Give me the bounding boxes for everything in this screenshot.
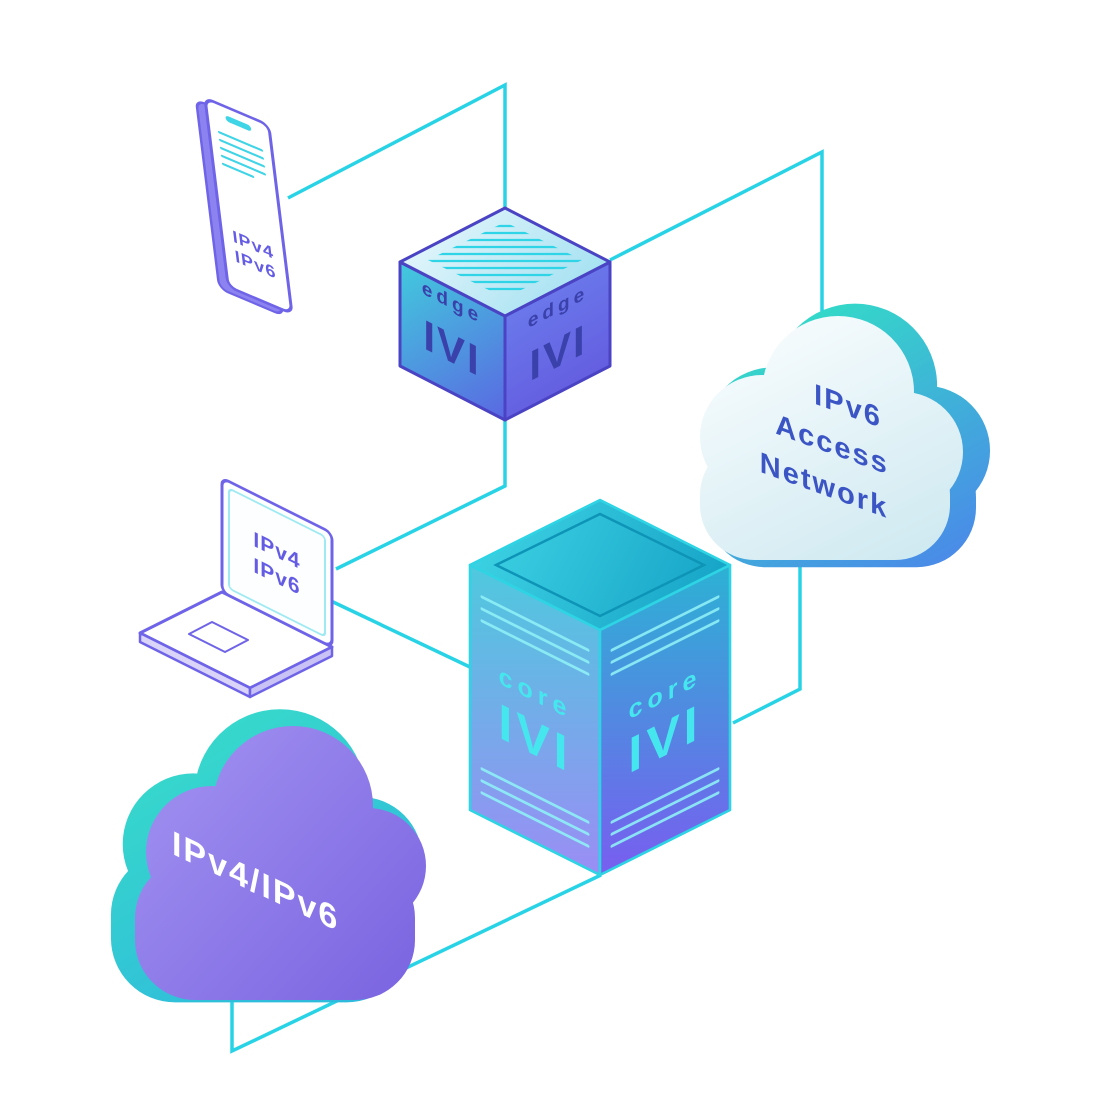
connector-phone-to-edge (287, 82, 507, 210)
connector-edge-to-laptop (335, 418, 507, 571)
core-router-top-face (468, 498, 732, 632)
ipv4-ipv6-cloud: IPv4/IPv6 (110, 709, 426, 1003)
mobile-device: IPv4 IPv6 (195, 99, 293, 315)
connector-ipv4-cloud-to-core (230, 873, 602, 1054)
core-ivi-router: core IVI core IVI (468, 498, 732, 877)
laptop-trackpad (188, 621, 249, 653)
core-router-top-inset (493, 512, 707, 618)
laptop-device: IPv4 IPv6 (138, 478, 334, 699)
connector-laptop-to-core (330, 599, 473, 670)
ipv6-cloud-front-layer (700, 316, 963, 560)
phone-screen-lines (218, 130, 267, 178)
laptop-screen-inner (228, 488, 326, 637)
laptop-screen-frame (220, 478, 334, 647)
ipv4-cloud-front-layer (135, 726, 426, 1000)
laptop-base-side (248, 645, 334, 699)
edge-ivi-router: edge IVI edge IVI (398, 206, 612, 422)
laptop-screen: IPv4 IPv6 (220, 478, 334, 647)
phone-speaker-icon (225, 116, 252, 131)
ipv6-access-cloud: IPv6 Access Network (700, 303, 991, 568)
phone-body (204, 99, 293, 313)
